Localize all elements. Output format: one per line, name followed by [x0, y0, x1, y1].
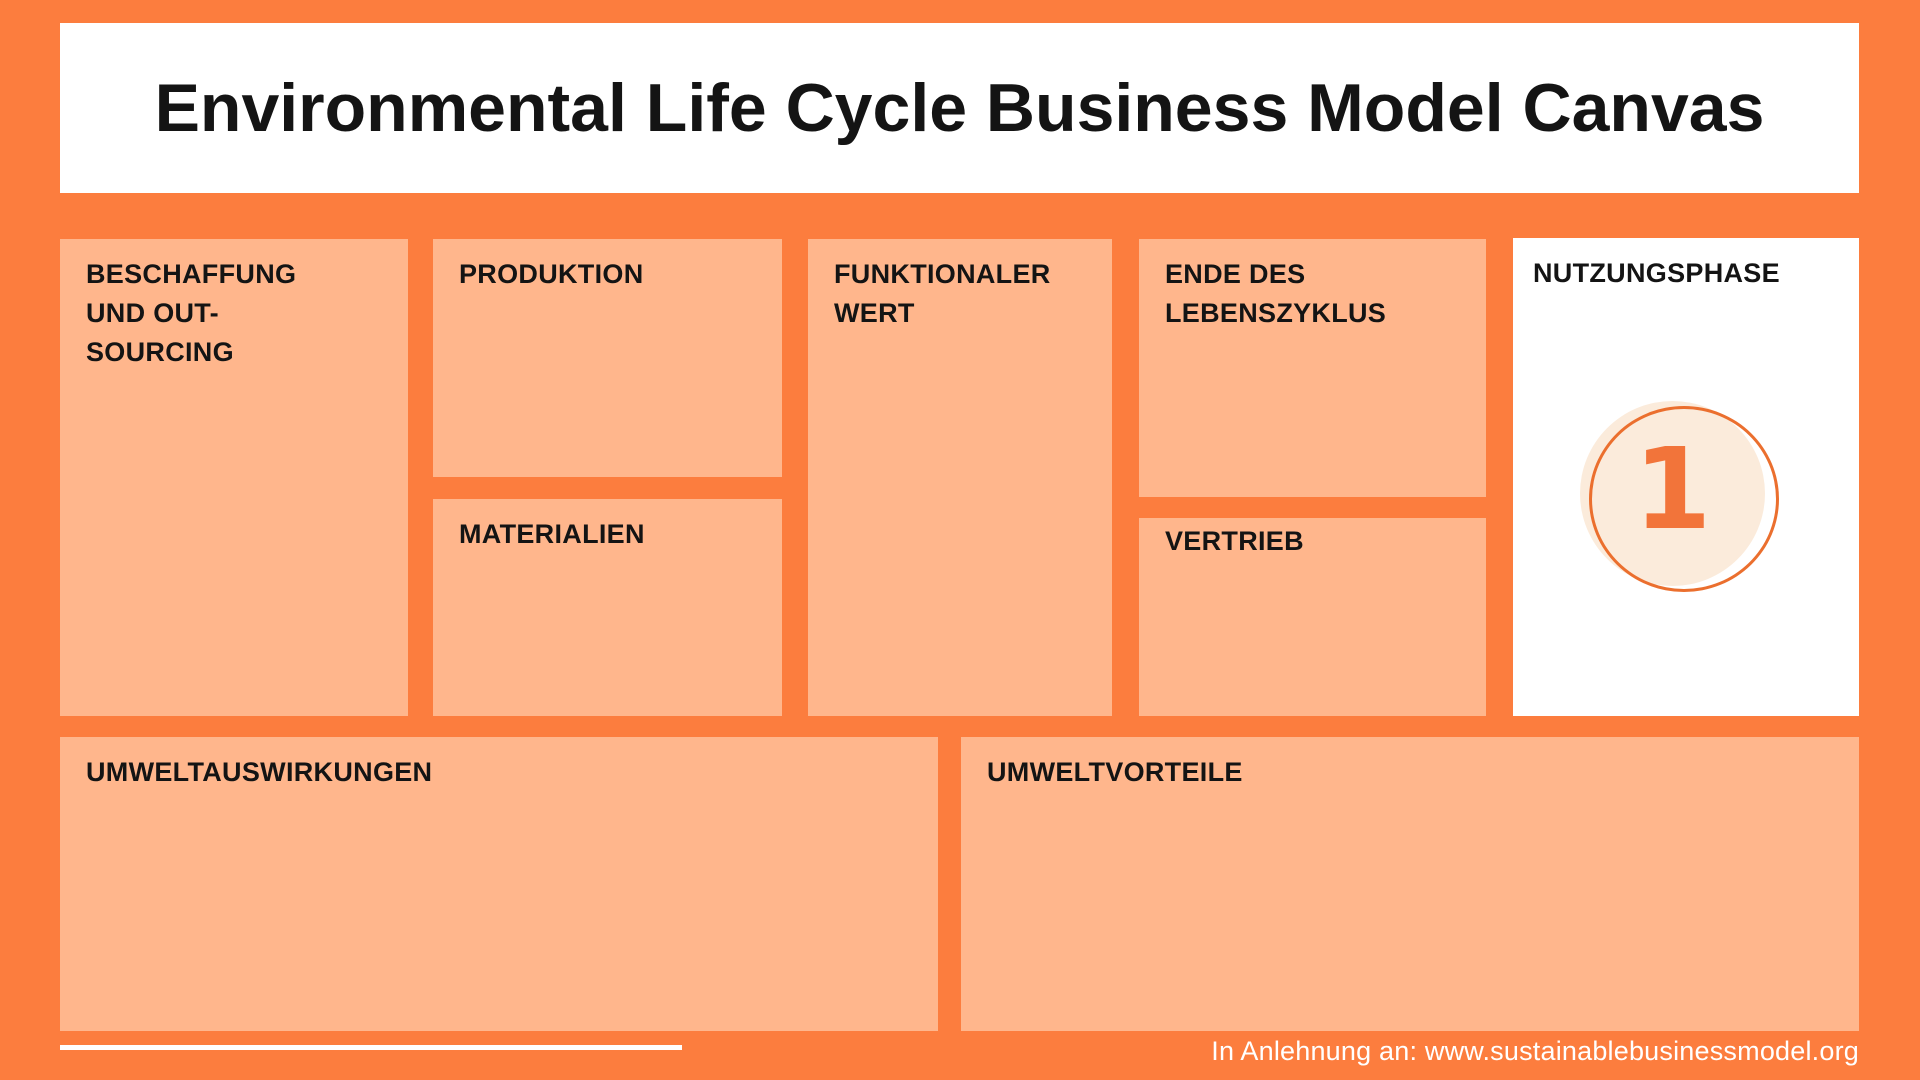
box-produktion-label: PRODUKTION [459, 259, 644, 289]
page-title: Environmental Life Cycle Business Model … [154, 70, 1765, 146]
box-umweltauswirkungen-label: UMWELTAUSWIRKUNGEN [86, 757, 433, 787]
box-umweltvorteile-label: UMWELTVORTEILE [987, 757, 1243, 787]
box-materialien-label: MATERIALIEN [459, 519, 645, 549]
box-beschaffung-und-outsourcing: BESCHAFFUNG UND OUT- SOURCING [60, 239, 408, 716]
box-produktion: PRODUKTION [433, 239, 782, 477]
header-bar: Environmental Life Cycle Business Model … [60, 23, 1859, 193]
box-nutzungsphase: NUTZUNGSPHASE 1 [1513, 238, 1859, 716]
box-beschaffung-label: BESCHAFFUNG UND OUT- SOURCING [86, 259, 297, 368]
box-vertrieb-label: VERTRIEB [1165, 526, 1304, 556]
box-funktionaler-wert-label: FUNKTIONALER WERT [834, 259, 1051, 329]
box-ende-des-lebenszyklus: ENDE DES LEBENSZYKLUS [1139, 239, 1486, 497]
box-materialien: MATERIALIEN [433, 499, 782, 716]
box-nutzungsphase-label: NUTZUNGSPHASE [1533, 258, 1780, 288]
box-umweltauswirkungen: UMWELTAUSWIRKUNGEN [60, 737, 938, 1031]
box-vertrieb: VERTRIEB [1139, 518, 1486, 716]
phase-circle: 1 [1580, 401, 1765, 586]
box-funktionaler-wert: FUNKTIONALER WERT [808, 239, 1112, 716]
attribution-text: In Anlehnung an: www.sustainablebusiness… [1211, 1036, 1859, 1066]
underline-rule [60, 1045, 682, 1050]
phase-number: 1 [1633, 424, 1712, 555]
box-ende-des-lebenszyklus-label: ENDE DES LEBENSZYKLUS [1165, 259, 1387, 329]
box-umweltvorteile: UMWELTVORTEILE [961, 737, 1859, 1031]
